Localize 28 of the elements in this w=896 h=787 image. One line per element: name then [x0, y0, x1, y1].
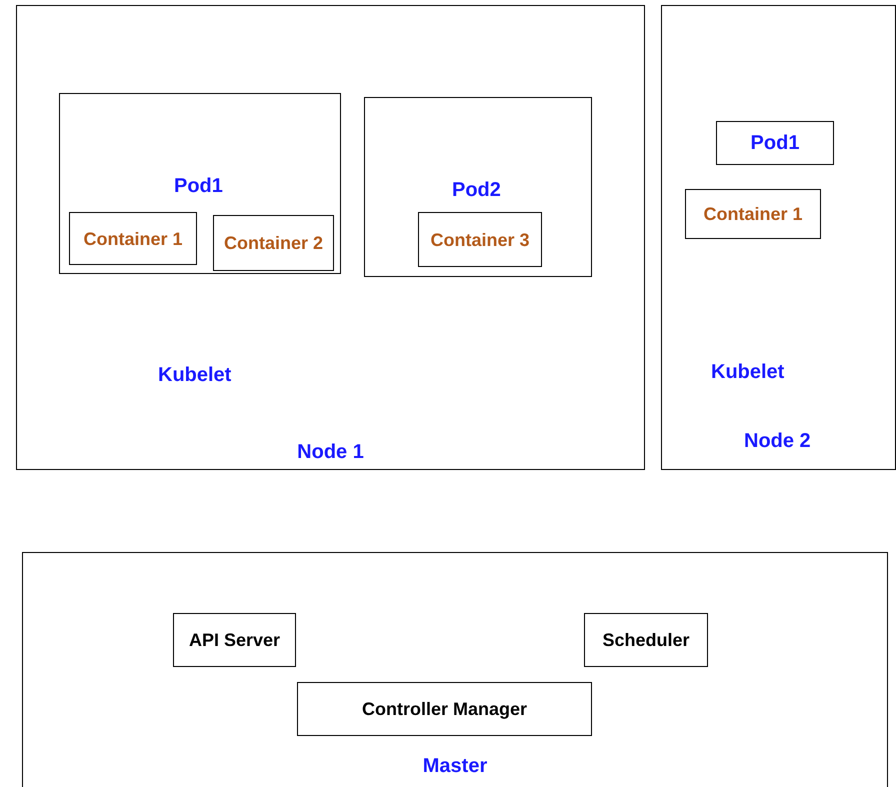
component-box	[297, 682, 592, 736]
pod-box	[364, 97, 592, 277]
box-label: Pod1	[174, 174, 223, 199]
container-box	[418, 212, 542, 267]
box-label: Container 1	[83, 228, 183, 250]
box-label: Pod1	[750, 131, 800, 156]
container-box	[213, 215, 334, 271]
pod-box	[59, 93, 341, 274]
component-label: Kubelet	[711, 360, 784, 385]
container-box	[69, 212, 197, 265]
component-box	[584, 613, 708, 667]
pod-box	[716, 121, 834, 165]
container-box	[685, 189, 821, 239]
box-label: Controller Manager	[362, 698, 528, 721]
node-box	[661, 5, 896, 470]
node-label: Node 1	[296, 440, 365, 465]
box-label: Container 3	[430, 228, 530, 252]
node-box	[22, 552, 888, 787]
box-label: Master	[422, 754, 488, 779]
node-label: Node 2	[744, 429, 811, 454]
box-label: Pod2	[452, 178, 501, 203]
box-label: Container 2	[224, 232, 324, 255]
box-label: API Server	[188, 629, 280, 652]
node-box	[16, 5, 645, 470]
box-label: Scheduler	[602, 629, 690, 652]
component-label: Kubelet	[158, 363, 232, 388]
component-box	[173, 613, 296, 667]
box-label: Container 1	[703, 203, 803, 226]
